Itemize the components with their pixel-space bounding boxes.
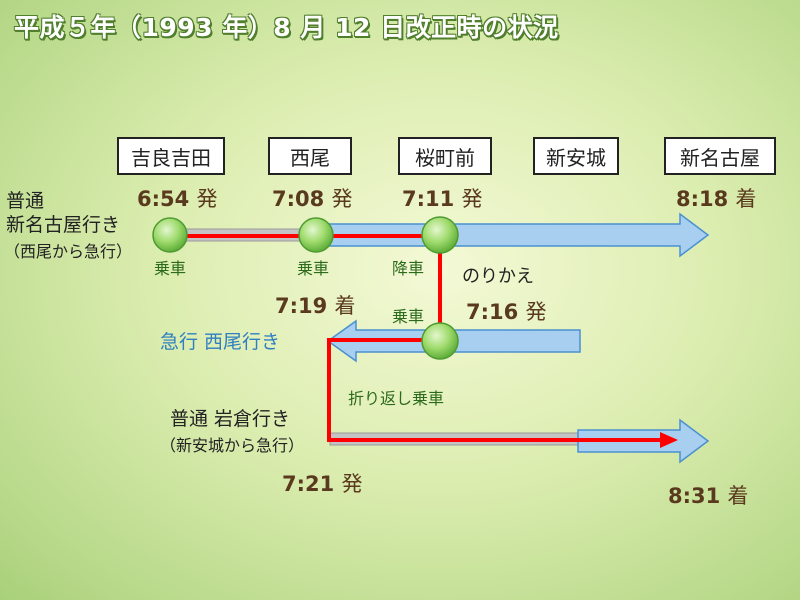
node-sakuramachimae-return — [421, 322, 459, 360]
time-nishio-departure: 7:08 発 — [272, 187, 353, 211]
train1-note: （西尾から急行） — [4, 242, 133, 261]
station-nishio: 西尾 — [268, 137, 352, 175]
return-board-label: 折り返し乗車 — [348, 389, 445, 408]
board-label-sakuramachimae-return: 乗車 — [392, 307, 425, 326]
route-arrowhead — [660, 432, 678, 448]
time-return-departure: 7:21 発 — [282, 472, 363, 496]
route-line — [172, 234, 665, 442]
train2-label: 急行 西尾行き — [160, 331, 281, 353]
train3-destination: 普通 岩倉行き — [170, 408, 291, 430]
station-shin-anjo: 新安城 — [533, 137, 619, 175]
express-arrow-upper — [317, 212, 710, 258]
node-sakuramachimae — [421, 216, 459, 254]
train1-destination: 新名古屋行き — [6, 214, 121, 236]
train1-type: 普通 — [6, 190, 45, 212]
board-label-kira: 乗車 — [154, 259, 187, 278]
transfer-label: のりかえ — [462, 266, 534, 287]
alight-label-sakuramachimae: 降車 — [392, 259, 425, 278]
node-kira — [152, 217, 188, 253]
node-nishio — [298, 217, 334, 253]
time-sakuramachimae-departure: 7:11 発 — [402, 187, 483, 211]
board-label-nishio: 乗車 — [297, 259, 330, 278]
time-sakuramachimae-departure-return: 7:16 発 — [466, 300, 547, 324]
time-iwakura-train-arrival: 8:31 着 — [668, 484, 749, 508]
page-title: 平成５年（1993 年）8 月 12 日改正時の状況 — [14, 13, 559, 42]
time-shin-nagoya-arrival: 8:18 着 — [676, 187, 757, 211]
time-nishio-arrival: 7:19 着 — [275, 294, 356, 318]
station-kira-yoshida: 吉良吉田 — [117, 137, 225, 175]
time-kira-departure: 6:54 発 — [137, 187, 218, 211]
station-sakuramachimae: 桜町前 — [398, 137, 492, 175]
train3-note: （新安城から急行） — [160, 436, 305, 455]
station-shin-nagoya: 新名古屋 — [664, 137, 776, 175]
